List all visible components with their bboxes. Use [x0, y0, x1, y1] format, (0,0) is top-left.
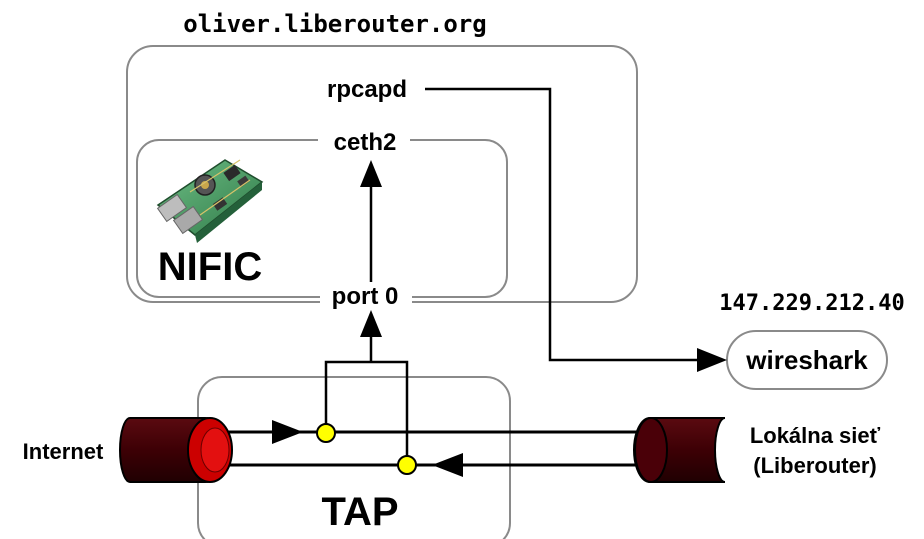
wireshark-label: wireshark: [745, 345, 868, 375]
rpcapd-label: rpcapd: [327, 76, 407, 103]
nific-label: NIFIC: [158, 245, 262, 289]
ceth2-arrow-head: [360, 160, 382, 187]
tap-point-upper: [316, 423, 336, 443]
tap-label: TAP: [321, 490, 398, 534]
port0-arrow-head: [360, 310, 382, 337]
wireshark-arrow-head: [697, 348, 727, 372]
nific-card-icon: [156, 159, 264, 243]
inbound-arrow-head: [272, 420, 303, 444]
local-network-cable-icon: [633, 417, 726, 483]
internet-label: Internet: [23, 439, 104, 464]
local-network-sublabel: (Liberouter): [753, 453, 876, 478]
local-network-label: Lokálna sieť: [750, 423, 881, 448]
internet-cable-icon: [119, 417, 233, 483]
host-title: oliver.liberouter.org: [183, 10, 486, 38]
outbound-arrow-head: [432, 453, 463, 477]
tap-branch-bracket: [324, 360, 409, 462]
wireshark-ip-label: 147.229.212.40: [719, 291, 904, 316]
port0-label: port 0: [332, 283, 399, 310]
ceth2-label: ceth2: [334, 129, 397, 156]
tap-point-lower: [397, 455, 417, 475]
rpcapd-to-wireshark-line: [425, 87, 700, 362]
